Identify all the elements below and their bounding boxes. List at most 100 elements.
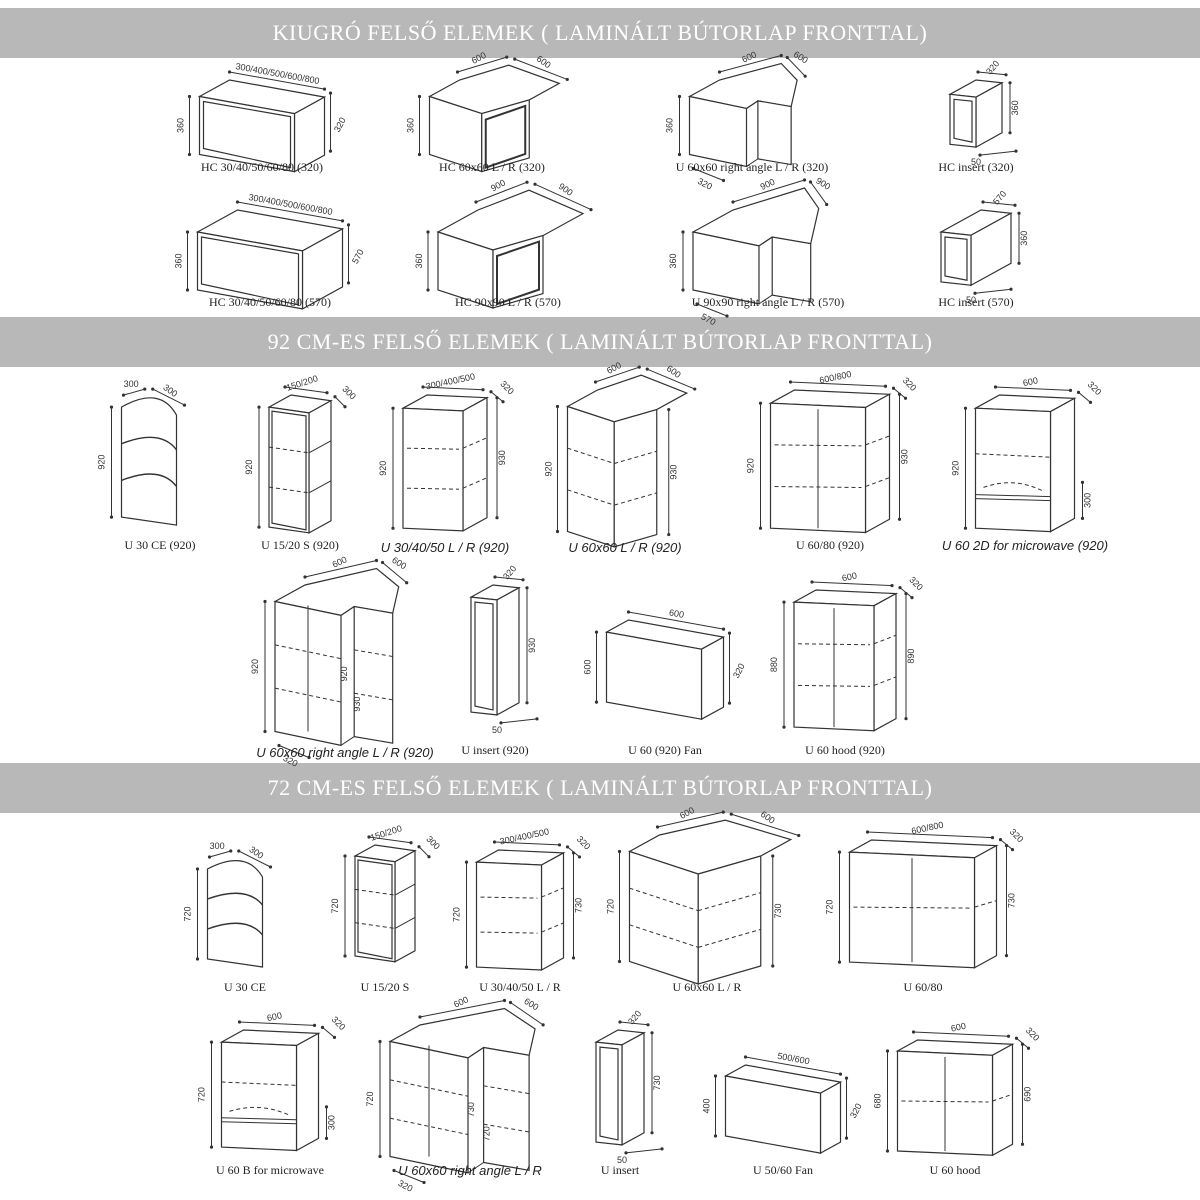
dimension-line	[977, 71, 1007, 76]
dimension-end	[343, 405, 347, 409]
shelf-side	[308, 399, 332, 534]
cabinet-label: U 30/40/50 L / R (920)	[380, 540, 510, 555]
dimension-label: 730	[1007, 893, 1017, 908]
dimension-end	[325, 391, 329, 395]
shelf-curve	[983, 482, 1043, 492]
dimension-end	[655, 825, 660, 829]
dimension-end	[209, 1145, 214, 1149]
shelf-line	[480, 896, 538, 899]
dimension-end	[237, 1020, 242, 1024]
dimension-label: 920	[244, 460, 254, 475]
dimension-line	[238, 850, 271, 868]
dimension-label: 50	[966, 295, 976, 305]
dimension-line	[490, 391, 504, 403]
dimension-label: 900	[814, 175, 832, 191]
dimension-label: 730	[466, 1102, 476, 1117]
dimension-label: 320	[696, 176, 714, 192]
cabinet-label: U 60x60 right angle L / R (920)	[256, 745, 434, 760]
dimension-end	[713, 1134, 718, 1138]
dimension-end	[883, 384, 888, 388]
dimension-end	[721, 810, 725, 814]
dimension-end	[803, 74, 807, 78]
dimension-end	[229, 849, 233, 853]
dimension-label: 300	[424, 834, 442, 852]
dimension-end	[725, 314, 729, 318]
dimension-end	[617, 959, 622, 964]
insert-front	[940, 231, 972, 286]
dimension-label: 680	[873, 1093, 883, 1108]
shelf-front	[268, 406, 310, 534]
dimension-label: 720	[606, 899, 616, 914]
dimension-line	[974, 288, 1012, 294]
dimension-label: 320	[1086, 379, 1104, 397]
dimension-end	[1026, 1046, 1031, 1050]
corner-body	[120, 397, 178, 526]
cabinet-front	[605, 631, 703, 720]
dimension-end	[797, 833, 801, 838]
dimension-end	[525, 180, 529, 184]
dimension-end	[499, 721, 503, 725]
dimension-end	[624, 1151, 628, 1155]
dimension-label: 600	[522, 996, 540, 1012]
dimension-end	[541, 1023, 545, 1027]
dimension-end	[594, 700, 599, 704]
dimension-label: 300	[124, 379, 139, 389]
dimension-label: 730	[652, 1075, 662, 1090]
dimension-end	[533, 182, 537, 186]
dimension-line	[500, 718, 538, 724]
dimension-label: 320	[396, 1178, 414, 1194]
cabinet-label: U 60/80	[903, 980, 943, 994]
cabinet-label: U 50/60 Fan	[753, 1163, 813, 1177]
dimension-end	[1004, 954, 1009, 958]
dimension-end	[721, 178, 726, 183]
dimension-end	[1020, 1142, 1025, 1146]
dimension-label: 320	[1024, 1025, 1042, 1043]
cabinet-front-left	[566, 405, 615, 548]
dimension-end	[1014, 1036, 1019, 1040]
dimension-label: 600	[1022, 375, 1039, 388]
cabinet-label: HC 30/40/50/60/80 (320)	[201, 160, 323, 174]
dimension-label: 360	[668, 253, 678, 268]
dimension-label: 920	[378, 461, 388, 476]
dimension-end	[1009, 287, 1013, 291]
microwave-shelf	[975, 494, 1051, 498]
cabinet-label: HC 60x60 L / R (320)	[439, 160, 545, 174]
dimension-label: 930	[352, 697, 362, 712]
dimension-end	[731, 200, 735, 204]
insert-frame	[599, 1046, 619, 1141]
dimension-label: 360	[414, 253, 424, 268]
dimension-label: 360	[1019, 231, 1029, 246]
dimension-end	[409, 841, 413, 845]
dimension-end	[825, 202, 829, 207]
dimension-end	[427, 855, 431, 859]
dimension-end	[677, 152, 682, 157]
dimension-end	[464, 860, 469, 864]
dimension-end	[691, 166, 696, 171]
dimension-end	[1076, 390, 1081, 394]
dimension-label: 320	[498, 379, 516, 397]
dimension-end	[426, 288, 430, 292]
cabinet-front	[724, 1075, 822, 1154]
dimension-label: 880	[769, 657, 779, 672]
dimension-line	[1078, 391, 1091, 403]
dimension-end	[340, 219, 345, 223]
dimension-end	[535, 717, 539, 721]
dimension-line	[619, 1021, 649, 1026]
dimension-line	[867, 831, 993, 839]
dimension-end	[998, 838, 1003, 842]
dimension-label: 320	[330, 1014, 348, 1032]
dimension-line	[595, 366, 640, 383]
dimension-label: 300	[340, 384, 358, 402]
shelf-line	[394, 916, 416, 929]
cabinet-label: U 90x90 right angle L / R (570)	[691, 295, 845, 309]
dimension-end	[973, 291, 977, 295]
dimension-label: 600	[792, 49, 810, 65]
